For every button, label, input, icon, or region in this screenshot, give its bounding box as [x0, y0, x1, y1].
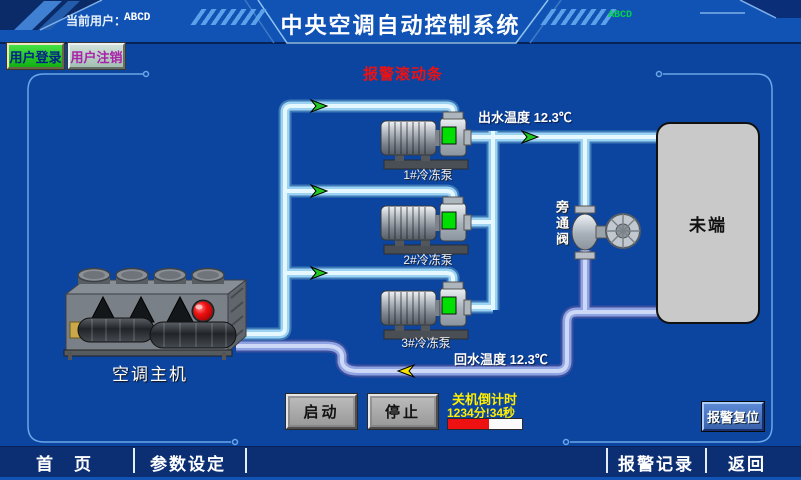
- terminal-unit-box: 未端: [656, 122, 760, 324]
- footer-strip: [0, 477, 801, 480]
- start-button[interactable]: 启动: [285, 393, 358, 430]
- alarm-reset-button[interactable]: 报警复位: [701, 401, 765, 432]
- current-user-label: 当前用户：: [66, 14, 127, 28]
- page-title: 中央空调自动控制系统: [280, 13, 521, 38]
- chiller-graphic: [63, 267, 248, 360]
- pump-1-label: 1#冷冻泵: [403, 168, 453, 182]
- nav-alarm-records[interactable]: 报警记录: [618, 455, 694, 474]
- pump-2-label: 2#冷冻泵: [403, 253, 453, 267]
- hash-stripes-left: [190, 9, 268, 25]
- countdown-label: 关机倒计时: [452, 392, 518, 407]
- stop-button[interactable]: 停止: [367, 393, 439, 430]
- chiller-alarm-lamp: [191, 299, 215, 323]
- countdown-progress-fill: [448, 419, 489, 429]
- nav-parameter-settings[interactable]: 参数设定: [150, 455, 226, 474]
- nav-divider: [606, 448, 608, 473]
- user-tag: ABCD: [608, 10, 633, 21]
- pump-1-graphic: [380, 111, 472, 170]
- pump-3-graphic: [380, 281, 472, 340]
- bypass-valve-graphic: [571, 205, 641, 260]
- countdown-value: 1234分!34秒: [447, 406, 516, 420]
- nav-divider: [245, 448, 247, 473]
- alarm-scroll-banner: 报警滚动条: [363, 66, 444, 83]
- nav-divider: [133, 448, 135, 473]
- hash-stripes-right: [540, 9, 618, 25]
- supply-pipes: [240, 99, 662, 341]
- user-logout-button[interactable]: 用户注销: [67, 42, 126, 70]
- countdown-progress-bar: [447, 418, 523, 430]
- bypass-valve-label: 旁通阀: [554, 200, 569, 248]
- pump-2-graphic: [380, 196, 472, 255]
- supply-temp-label: 出水温度 12.3℃: [478, 110, 572, 125]
- pump-3-label: 3#冷冻泵: [401, 336, 451, 350]
- nav-home[interactable]: 首 页: [36, 455, 93, 474]
- chiller-label: 空调主机: [112, 365, 188, 384]
- user-login-button[interactable]: 用户登录: [6, 42, 65, 70]
- return-temp-label: 回水温度 12.3℃: [454, 352, 548, 367]
- nav-back[interactable]: 返回: [728, 455, 766, 474]
- nav-divider: [705, 448, 707, 473]
- current-user-value: ABCD: [124, 12, 151, 24]
